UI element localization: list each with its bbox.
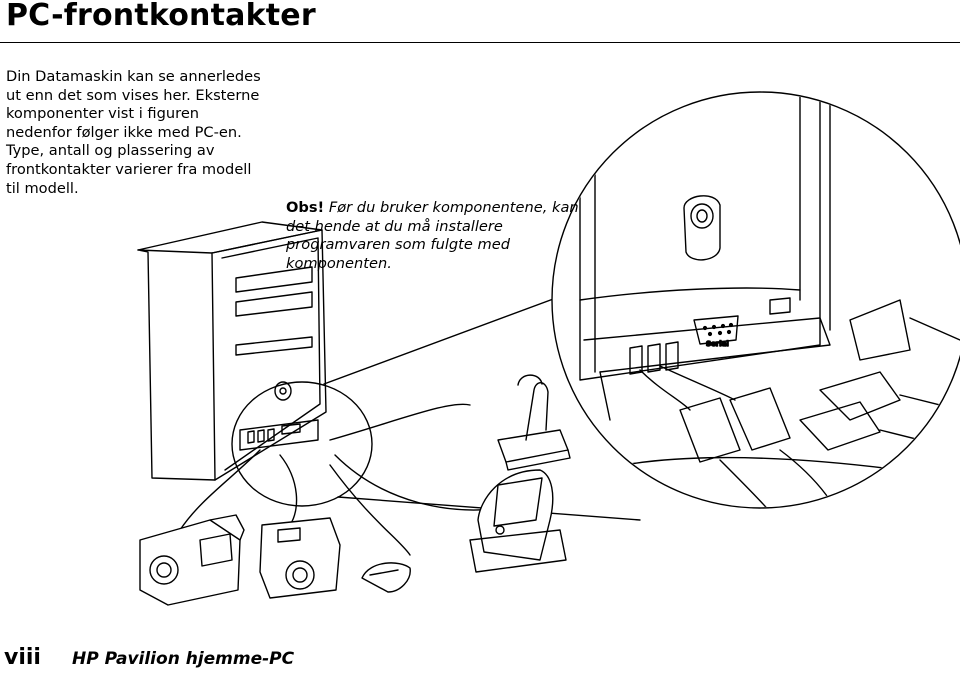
intro-paragraph: Din Datamaskin kan se annerledes ut enn … xyxy=(6,68,261,197)
note-text: Før du bruker komponentene, kan det hend… xyxy=(286,199,579,272)
cable-5 xyxy=(329,464,411,556)
card-reader-icon xyxy=(361,562,411,593)
title-divider xyxy=(0,42,960,43)
cable-3 xyxy=(329,403,471,441)
digital-camera-icon xyxy=(259,517,341,599)
zoom-detail-circle: Serial xyxy=(551,91,960,509)
joystick-icon xyxy=(497,374,571,471)
cable-2 xyxy=(279,454,298,526)
book-title: HP Pavilion hjemme-PC xyxy=(72,649,295,669)
page-number: viii xyxy=(4,645,41,670)
cable-1 xyxy=(179,449,261,531)
note-label: Obs! xyxy=(286,199,325,216)
pda-icon xyxy=(469,469,567,573)
page-footer: viii HP Pavilion hjemme-PC xyxy=(0,645,960,675)
pc-tower-icon xyxy=(137,221,327,481)
page-title: PC-frontkontakter xyxy=(6,0,316,33)
note-block: Obs! Før du bruker komponentene, kan det… xyxy=(286,199,606,273)
video-camera-icon xyxy=(139,514,245,606)
zoom-source-circle xyxy=(231,381,373,507)
serial-port-label: Serial xyxy=(706,340,729,348)
